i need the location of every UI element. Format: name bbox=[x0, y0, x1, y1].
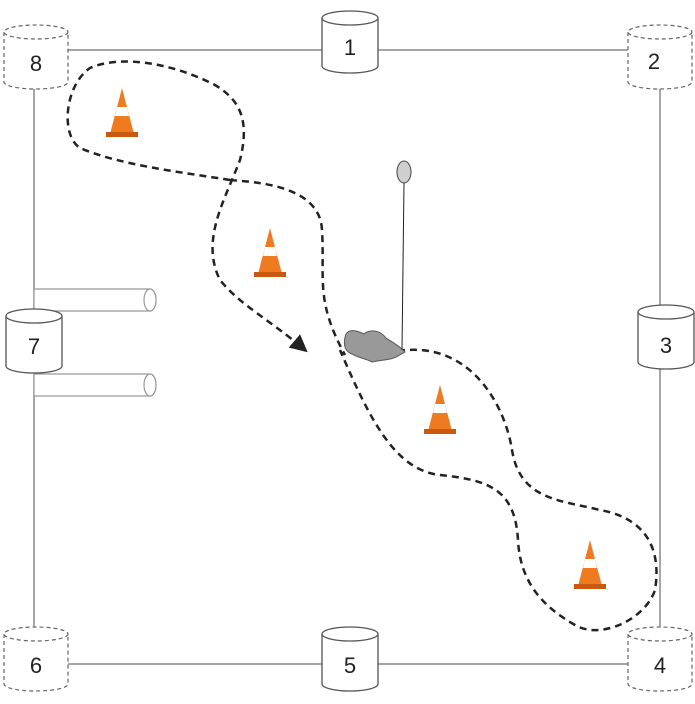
post-7: 7 bbox=[6, 309, 62, 373]
post-3: 3 bbox=[638, 305, 694, 369]
post-4: 4 bbox=[628, 627, 692, 691]
lunge-handle bbox=[397, 161, 411, 183]
post-5: 5 bbox=[322, 627, 378, 691]
post-label: 2 bbox=[648, 49, 660, 74]
arena-boundary bbox=[34, 50, 660, 664]
post-label: 1 bbox=[344, 35, 356, 60]
cone-icon bbox=[254, 228, 286, 277]
cone-icon bbox=[574, 540, 606, 589]
post-1: 1 bbox=[322, 11, 378, 73]
post-label: 3 bbox=[660, 333, 672, 358]
post-label: 5 bbox=[344, 653, 356, 678]
cone-icon bbox=[106, 88, 138, 137]
post-2: 2 bbox=[628, 25, 692, 89]
horse-and-rider bbox=[344, 161, 411, 362]
post-6: 6 bbox=[4, 627, 68, 691]
post-label: 6 bbox=[30, 653, 42, 678]
lunge-line bbox=[402, 182, 404, 350]
path-segment-start bbox=[340, 350, 656, 630]
post-label: 7 bbox=[28, 334, 40, 359]
post-label: 4 bbox=[654, 653, 666, 678]
post-8: 8 bbox=[4, 25, 68, 89]
cone-icon bbox=[424, 385, 456, 434]
post-label: 8 bbox=[30, 51, 42, 76]
horse-icon bbox=[344, 331, 405, 362]
